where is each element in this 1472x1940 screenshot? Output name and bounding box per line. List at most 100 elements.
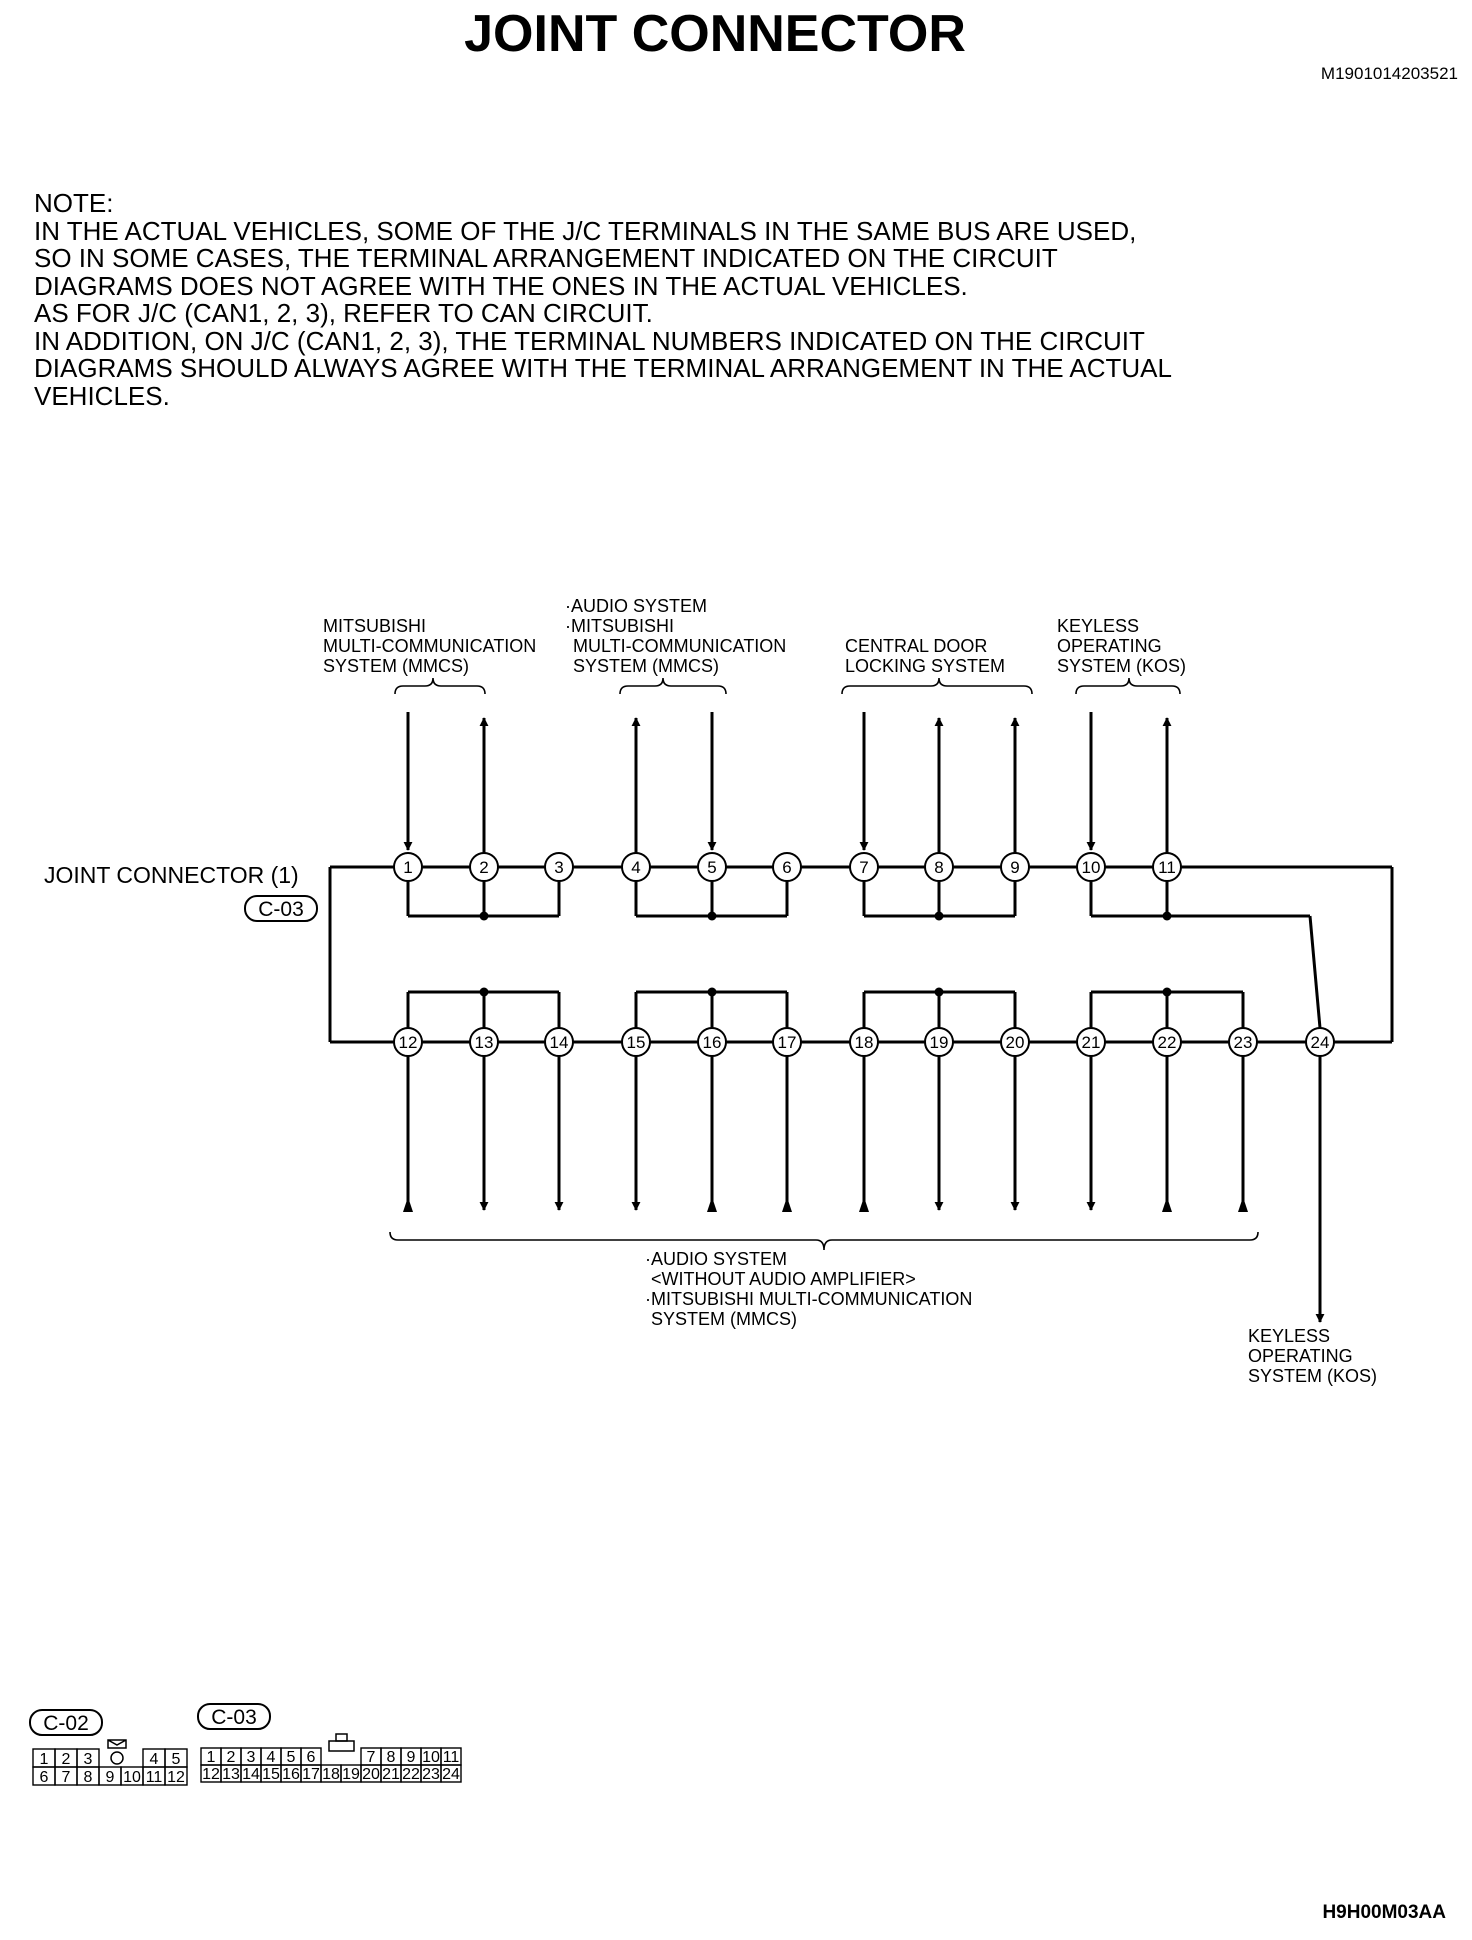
terminal-pin: 17 — [772, 1027, 802, 1057]
note-line: IN ADDITION, ON J/C (CAN1, 2, 3), THE TE… — [34, 325, 1145, 356]
arrowhead-in — [403, 1197, 413, 1212]
group-label-audio-mmcs: ·AUDIO SYSTEM ·MITSUBISHI MULTI-COMMUNIC… — [565, 596, 786, 676]
pin-circle — [469, 1027, 499, 1057]
cavity-number: 22 — [402, 1766, 420, 1783]
pin-number: 16 — [703, 1033, 722, 1052]
group-label-bottom: ·AUDIO SYSTEM <WITHOUT AUDIO AMPLIFIER> … — [645, 1249, 972, 1329]
pin-circle — [621, 852, 651, 882]
pin-circle — [544, 1027, 574, 1057]
terminal-pin: 14 — [544, 1027, 574, 1057]
group-braces — [389, 677, 1259, 1251]
pin-circle — [393, 1027, 423, 1057]
junction-dot — [934, 911, 944, 921]
lock-circle-icon — [110, 1751, 124, 1765]
pin-circle — [849, 852, 879, 882]
arrowhead-in — [1162, 1197, 1172, 1212]
note-line: DIAGRAMS SHOULD ALWAYS AGREE WITH THE TE… — [34, 353, 1172, 383]
junction-dot — [1162, 911, 1172, 921]
pin-circle — [1152, 852, 1182, 882]
group-label-line: MITSUBISHI — [323, 616, 426, 636]
arrowhead-in — [707, 1197, 717, 1212]
latch-tab-icon — [335, 1733, 348, 1742]
cavity-number: 8 — [84, 1769, 93, 1786]
pin-number: 10 — [1082, 858, 1101, 877]
pin-circle — [469, 852, 499, 882]
pin-circle — [1000, 1027, 1030, 1057]
pin-circle — [697, 1027, 727, 1057]
cavity-number: 11 — [443, 1749, 460, 1766]
terminal-pin: 2 — [469, 852, 499, 882]
face-code-frame — [197, 1703, 271, 1730]
face-code: C-02 — [43, 1712, 89, 1735]
pin-circle — [849, 1027, 879, 1057]
cavity-number: 4 — [267, 1749, 276, 1766]
terminal-pin: 8 — [924, 852, 954, 882]
group-label-central-door: CENTRAL DOOR LOCKING SYSTEM — [845, 636, 1005, 676]
cavity-number: 12 — [202, 1766, 220, 1783]
cavity-number: 3 — [84, 1751, 93, 1768]
pin-number: 3 — [554, 858, 563, 877]
arrowhead-in — [1238, 1197, 1248, 1212]
arrowhead-in — [782, 1197, 792, 1212]
cavity-number: 15 — [262, 1766, 280, 1783]
brace-mmcs — [394, 677, 486, 695]
terminal-pin: 1 — [393, 852, 423, 882]
cavity-number: 1 — [40, 1751, 49, 1768]
terminal-pin: 16 — [697, 1027, 727, 1057]
cavity-number: 23 — [422, 1766, 440, 1783]
pin-number: 2 — [479, 858, 488, 877]
cavity-number: 16 — [282, 1766, 300, 1783]
cavity-number: 5 — [172, 1751, 181, 1768]
pin-number: 11 — [1158, 858, 1176, 877]
group-label-line: MULTI-COMMUNICATION — [323, 636, 536, 656]
output-label-line: OPERATING — [1248, 1346, 1353, 1366]
face-code-frame — [29, 1709, 103, 1736]
group-label-line: KEYLESS — [1057, 616, 1139, 636]
pin-circle — [1000, 852, 1030, 882]
terminal-pin: 9 — [1000, 852, 1030, 882]
envelope-icon — [107, 1739, 127, 1749]
brace-audio-mmcs — [619, 677, 727, 695]
pin-circle — [772, 1027, 802, 1057]
terminal-pin: 24 — [1305, 1027, 1335, 1057]
cavity-number: 11 — [146, 1769, 163, 1786]
junction-dot — [479, 987, 489, 997]
output-label-line: KEYLESS — [1248, 1326, 1330, 1346]
junction-dot — [479, 911, 489, 921]
pin-number: 14 — [550, 1033, 569, 1052]
connector-code: C-03 — [258, 898, 304, 921]
pin-circle — [772, 852, 802, 882]
cavity-number: 18 — [322, 1766, 340, 1783]
group-label-line: ·AUDIO SYSTEM — [565, 596, 707, 616]
pin-circle — [697, 852, 727, 882]
group-label-line: ·MITSUBISHI MULTI-COMMUNICATION — [645, 1289, 972, 1309]
terminal-pin: 11 — [1152, 852, 1182, 882]
cavity-number: 7 — [367, 1749, 376, 1766]
pin-number: 18 — [855, 1033, 874, 1052]
cavity-number: 10 — [123, 1769, 141, 1786]
latch-icon — [328, 1740, 355, 1752]
pin-circle — [924, 1027, 954, 1057]
pin-number: 21 — [1082, 1033, 1101, 1052]
terminal-pin: 7 — [849, 852, 879, 882]
cavity-number: 14 — [242, 1766, 260, 1783]
pin-circle — [544, 852, 574, 882]
wire-to-24 — [1308, 915, 1322, 1029]
terminal-pin: 13 — [469, 1027, 499, 1057]
pin-number: 20 — [1006, 1033, 1025, 1052]
cavity — [164, 1766, 188, 1786]
note-line: SO IN SOME CASES, THE TERMINAL ARRANGEME… — [34, 243, 1058, 273]
connector-code-frame — [244, 895, 318, 922]
cavity-number: 24 — [442, 1766, 460, 1783]
cavity-number: 6 — [40, 1769, 49, 1786]
note-line: IN THE ACTUAL VEHICLES, SOME OF THE J/C … — [34, 215, 1137, 246]
group-label-line: SYSTEM (KOS) — [1057, 656, 1186, 676]
terminal-pin: 18 — [849, 1027, 879, 1057]
pin-circle — [393, 852, 423, 882]
group-label-mmcs: MITSUBISHI MULTI-COMMUNICATION SYSTEM (M… — [323, 616, 536, 676]
pin-number: 9 — [1010, 858, 1019, 877]
